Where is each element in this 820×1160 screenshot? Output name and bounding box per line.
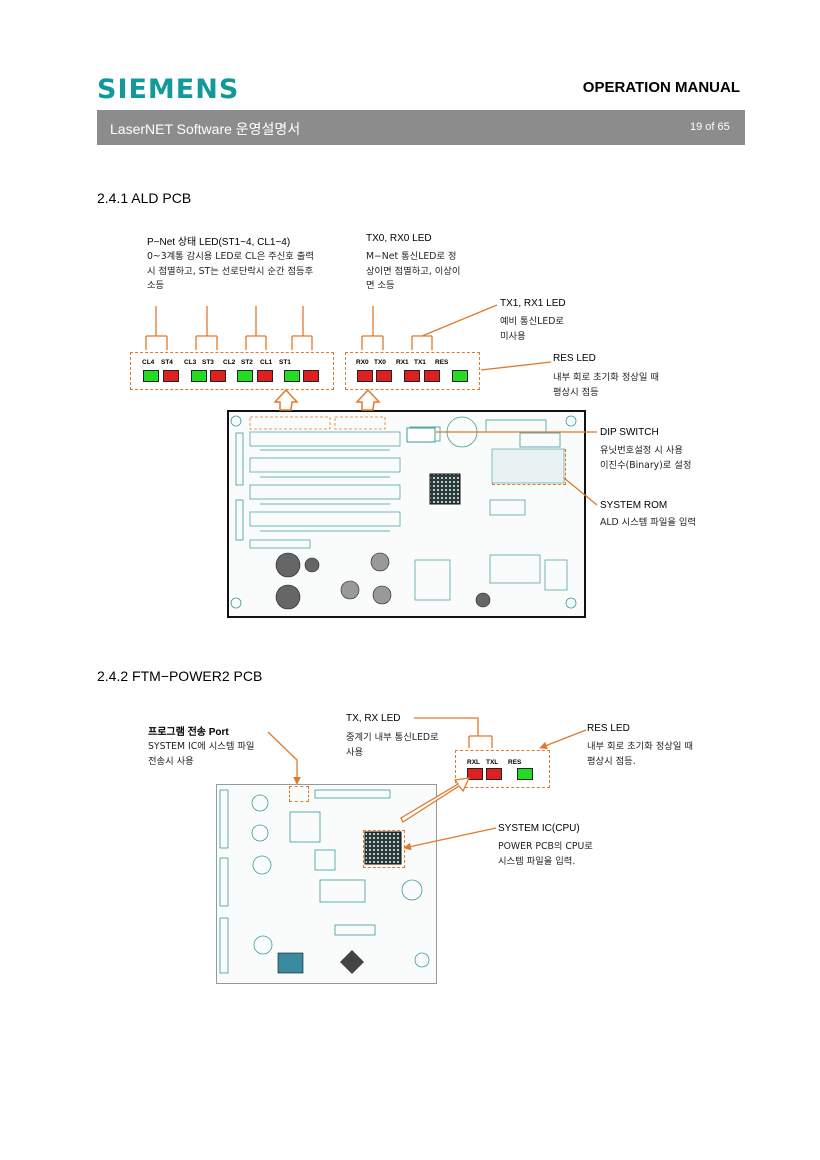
ftm-pcb-components bbox=[219, 789, 430, 974]
led-label-rx1: RX1 bbox=[396, 359, 409, 366]
tx0-rx0-desc: M−Net 통신LED로 정 상이면 점멸하고, 이상이 면 소등 bbox=[366, 251, 461, 291]
led-label-cl2: CL2 bbox=[223, 359, 236, 366]
ftm-res-led-title: RES LED bbox=[587, 723, 630, 734]
led-label-cl1: CL1 bbox=[260, 359, 273, 366]
program-port-desc: SYSTEM IC에 시스템 파일 전송시 사용 bbox=[148, 741, 255, 767]
led-cl1 bbox=[284, 370, 300, 382]
led-label-tx0: TX0 bbox=[374, 359, 386, 366]
tx1-rx1-title: TX1, RX1 LED bbox=[500, 298, 566, 309]
led-label-res: RES bbox=[435, 359, 449, 366]
system-ic-desc: POWER PCB의 CPU로 시스템 파일을 입력. bbox=[498, 841, 593, 867]
dip-switch-title: DIP SWITCH bbox=[600, 427, 659, 438]
led-ftm-res bbox=[517, 768, 533, 780]
res-led-title: RES LED bbox=[553, 353, 596, 364]
led-rx0 bbox=[357, 370, 373, 382]
dip-switch-desc: 유닛번호설정 시 사용 이진수(Binary)로 설정 bbox=[600, 445, 692, 471]
manual-title: OPERATION MANUAL bbox=[582, 79, 740, 96]
led-label-st3: ST3 bbox=[202, 359, 214, 366]
led-cl3 bbox=[191, 370, 207, 382]
led-label-st1: ST1 bbox=[279, 359, 291, 366]
led-label-st2: ST2 bbox=[241, 359, 253, 366]
led-st4 bbox=[163, 370, 179, 382]
led-label-rx0: RX0 bbox=[356, 359, 369, 366]
system-ic-title: SYSTEM IC(CPU) bbox=[498, 823, 580, 834]
section-heading-ftm: 2.4.2 FTM−POWER2 PCB bbox=[97, 668, 263, 684]
tx-rx-led-title: TX, RX LED bbox=[346, 713, 401, 724]
ald-dip-switch bbox=[406, 427, 436, 443]
led-cl4 bbox=[143, 370, 159, 382]
system-rom-desc: ALD 시스템 파일을 입력 bbox=[600, 517, 696, 528]
led-label-ftm-res: RES bbox=[508, 759, 522, 766]
pnet-led-desc: 0~3계통 감시용 LED로 CL은 주신호 출력 시 점멸하고, ST는 선로… bbox=[147, 251, 314, 291]
ftm-led-panel bbox=[455, 750, 550, 788]
siemens-logo: SIEMENS bbox=[97, 74, 240, 105]
led-label-cl4: CL4 bbox=[142, 359, 155, 366]
led-st3 bbox=[210, 370, 226, 382]
ald-pcb-rows bbox=[249, 431, 401, 532]
ftm-bridge-rectifier bbox=[340, 950, 364, 974]
led-label-txl: TXL bbox=[486, 759, 499, 766]
led-label-st4: ST4 bbox=[161, 359, 173, 366]
ftm-hollow-arrow bbox=[400, 777, 471, 823]
system-rom-title: SYSTEM ROM bbox=[600, 500, 668, 511]
ald-callout-lines bbox=[145, 304, 598, 506]
led-rx1 bbox=[404, 370, 420, 382]
section-heading-ald: 2.4.1 ALD PCB bbox=[97, 190, 192, 206]
ald-capacitors bbox=[275, 552, 491, 610]
led-cl2 bbox=[237, 370, 253, 382]
led-label-cl3: CL3 bbox=[184, 359, 197, 366]
page-number: 19 of 65 bbox=[690, 121, 730, 133]
ftm-pcb-board bbox=[216, 784, 437, 984]
led-label-tx1: TX1 bbox=[414, 359, 426, 366]
led-label-rxl: RXL bbox=[467, 759, 480, 766]
led-rxl bbox=[467, 768, 483, 780]
program-port-marker bbox=[289, 786, 309, 802]
led-st2 bbox=[257, 370, 273, 382]
led-tx1 bbox=[424, 370, 440, 382]
led-st1 bbox=[303, 370, 319, 382]
ald-pcb-lower bbox=[249, 499, 568, 601]
ftm-connector bbox=[277, 952, 304, 974]
ftm-callout-lines bbox=[267, 717, 587, 851]
tx0-rx0-title: TX0, RX0 LED bbox=[366, 233, 432, 244]
ftm-res-led-desc: 내부 회로 초기화 정상일 때 평상시 점등. bbox=[587, 741, 693, 767]
ald-hollow-arrows bbox=[273, 388, 381, 411]
ald-cpu-chip bbox=[429, 473, 461, 505]
tx1-rx1-desc: 예비 통신LED로 미사용 bbox=[500, 316, 564, 342]
tx-rx-led-desc: 중계기 내부 통신LED로 사용 bbox=[346, 732, 439, 758]
ald-led-panel-right bbox=[345, 352, 480, 390]
program-port-title: 프로그램 전송 Port bbox=[148, 727, 229, 738]
pnet-led-title: P−Net 상태 LED(ST1~4, CL1~4) bbox=[147, 237, 291, 248]
ftm-cpu-chip bbox=[364, 831, 402, 865]
led-res bbox=[452, 370, 468, 382]
led-txl bbox=[486, 768, 502, 780]
document-title: LaserNET Software 운영설명서 bbox=[110, 121, 301, 137]
led-tx0 bbox=[376, 370, 392, 382]
ald-system-rom-chip bbox=[491, 448, 565, 484]
header-band bbox=[97, 110, 745, 145]
ald-led-panel-left bbox=[130, 352, 334, 390]
res-led-desc: 내부 회로 초기화 정상일 때 평상시 점등 bbox=[553, 372, 659, 398]
